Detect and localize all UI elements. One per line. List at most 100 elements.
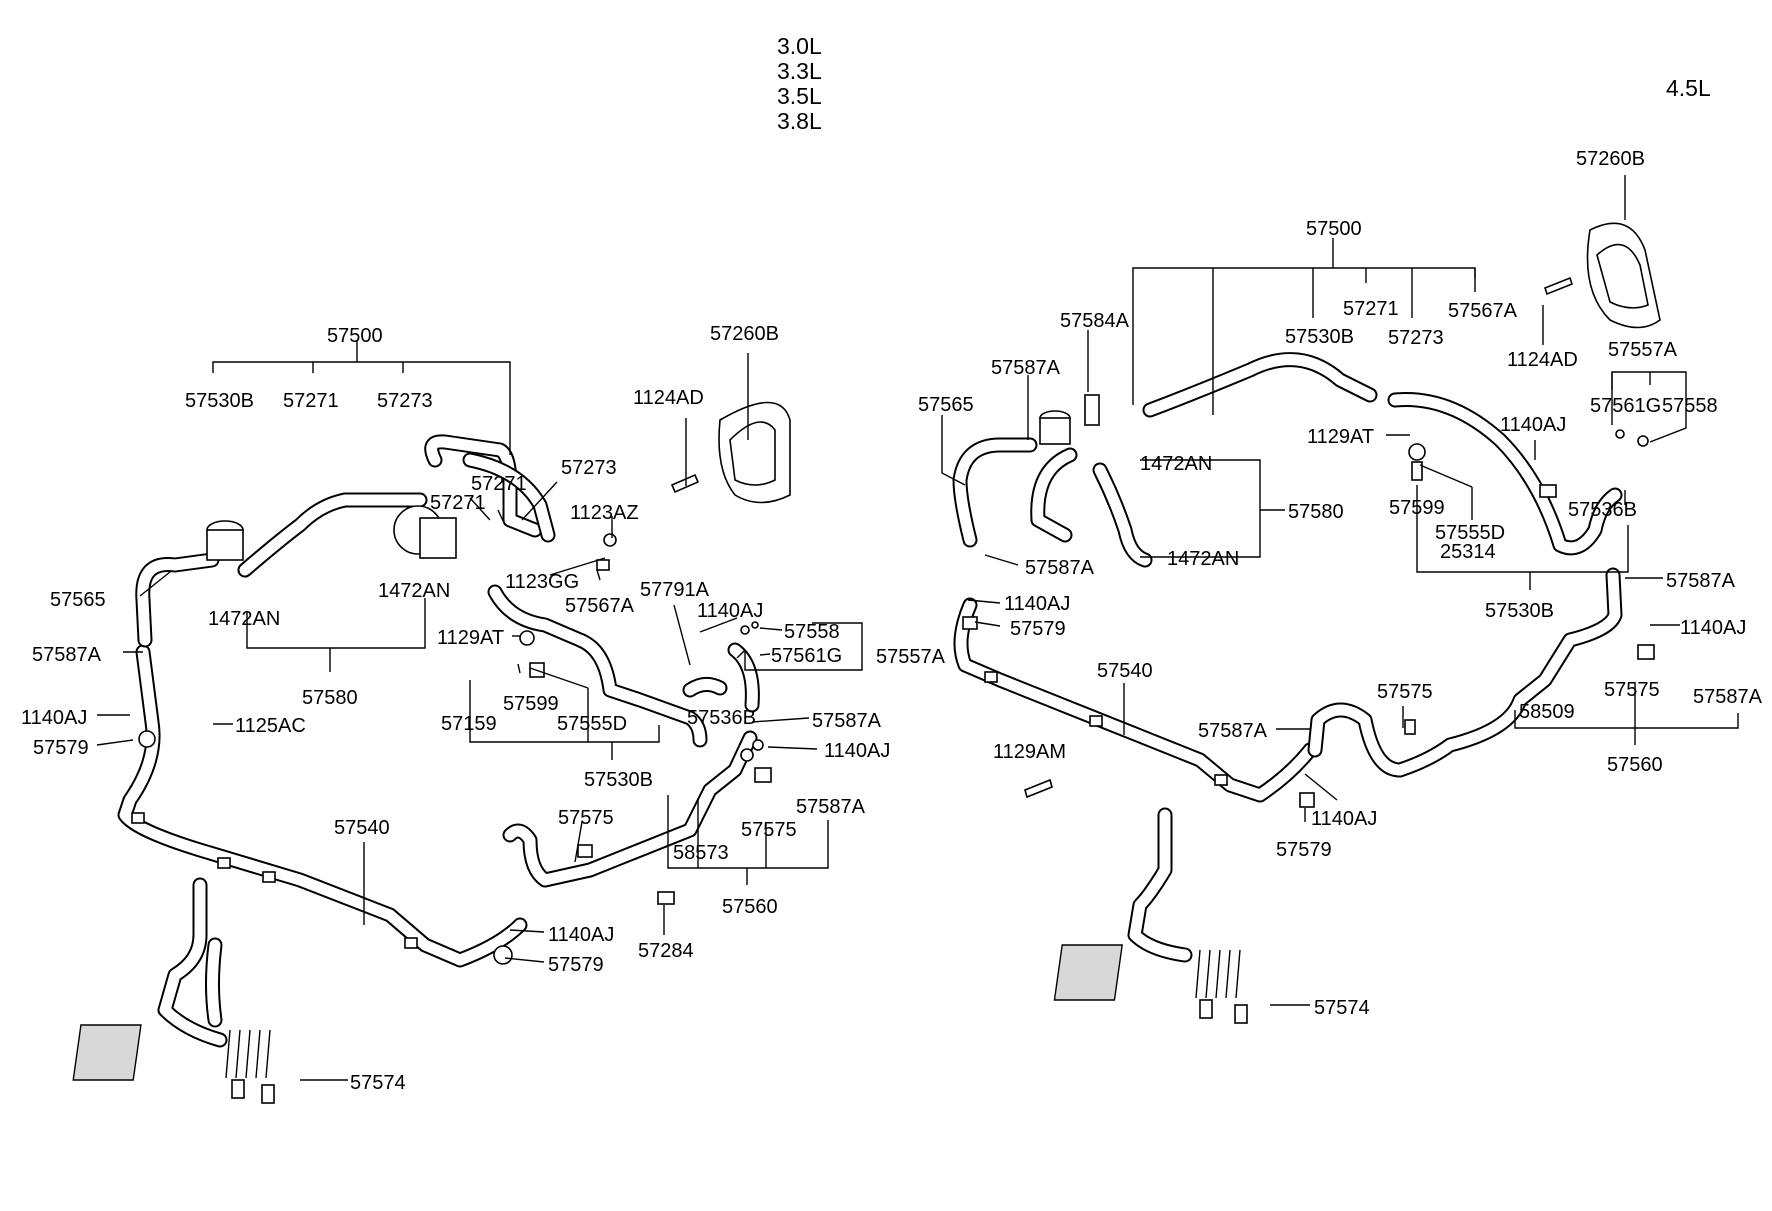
label-57271: 57271	[471, 473, 527, 495]
label-57500: 57500	[1306, 218, 1362, 240]
label-57558: 57558	[784, 621, 840, 643]
label-57284: 57284	[638, 940, 694, 962]
label-57271: 57271	[283, 390, 339, 412]
label-57575: 57575	[1377, 681, 1433, 703]
label-57530B: 57530B	[1285, 326, 1354, 348]
label-57587A: 57587A	[1666, 570, 1736, 592]
label-57567A: 57567A	[1448, 300, 1518, 322]
label-1140AJ: 1140AJ	[1500, 414, 1566, 436]
label-57540: 57540	[334, 817, 390, 839]
label-57587A: 57587A	[1025, 557, 1095, 579]
label-57271: 57271	[1343, 298, 1399, 320]
label-57260B: 57260B	[1576, 148, 1645, 170]
label-1124AD: 1124AD	[633, 387, 704, 409]
label-1140AJ: 1140AJ	[1311, 808, 1377, 830]
label-57574: 57574	[1314, 997, 1370, 1019]
engine-label-4.5L: 4.5L	[1666, 75, 1711, 101]
label-1472AN: 1472AN	[378, 580, 450, 602]
label-57599: 57599	[1389, 497, 1445, 519]
label-57558: 57558	[1662, 395, 1718, 417]
label-57579: 57579	[1276, 839, 1332, 861]
right-leader-lines	[941, 175, 1739, 1006]
label-57587A: 57587A	[1198, 720, 1268, 742]
label-1125AC: 1125AC	[235, 715, 306, 737]
label-57580: 57580	[1288, 501, 1344, 523]
label-57555D: 57555D	[557, 713, 627, 735]
engine-label-3.0L: 3.0L	[777, 33, 822, 59]
label-57557A: 57557A	[1608, 339, 1678, 361]
label-57587A: 57587A	[1693, 686, 1763, 708]
label-57561G: 57561G	[771, 645, 842, 667]
label-57557A: 57557A	[876, 646, 946, 668]
label-58573: 58573	[673, 842, 729, 864]
label-57530B: 57530B	[185, 390, 254, 412]
label-1129AT: 1129AT	[1307, 426, 1374, 448]
label-57791A: 57791A	[640, 579, 710, 601]
label-1140AJ: 1140AJ	[1004, 593, 1070, 615]
label-57575: 57575	[741, 819, 797, 841]
label-1472AN: 1472AN	[1167, 548, 1239, 570]
label-57575: 57575	[1604, 679, 1660, 701]
label-57579: 57579	[1010, 618, 1066, 640]
label-57273: 57273	[561, 457, 617, 479]
label-57575: 57575	[558, 807, 614, 829]
label-57530B: 57530B	[1485, 600, 1554, 622]
label-57584A: 57584A	[1060, 310, 1130, 332]
label-57159: 57159	[441, 713, 497, 735]
label-57574: 57574	[350, 1072, 406, 1094]
left-bolt-1124AD	[670, 473, 700, 494]
label-57500: 57500	[327, 325, 383, 347]
label-57536B: 57536B	[687, 707, 756, 729]
engine-label-3.5L: 3.5L	[777, 83, 822, 109]
label-1140AJ: 1140AJ	[1680, 617, 1746, 639]
label-57579: 57579	[548, 954, 604, 976]
label-57565: 57565	[918, 394, 974, 416]
right-oil-cooler	[1053, 944, 1248, 1024]
label-57587A: 57587A	[991, 357, 1061, 379]
label-57587A: 57587A	[812, 710, 882, 732]
label-57579: 57579	[33, 737, 89, 759]
right-bolt-1124AD	[1544, 276, 1573, 296]
label-57561G: 57561G	[1590, 395, 1661, 417]
label-1129AM: 1129AM	[993, 741, 1066, 763]
label-57567A: 57567A	[565, 595, 635, 617]
label-1123GG: 1123GG	[505, 571, 579, 593]
label-58509: 58509	[1519, 701, 1575, 723]
label-1472AN: 1472AN	[1140, 453, 1212, 475]
engine-label-3.3L: 3.3L	[777, 58, 822, 84]
label-57599: 57599	[503, 693, 559, 715]
label-57560: 57560	[722, 896, 778, 918]
engine-label-3.8L: 3.8L	[777, 108, 822, 134]
label-57580: 57580	[302, 687, 358, 709]
right-assembly-drawing	[952, 222, 1661, 1024]
label-1140AJ: 1140AJ	[697, 600, 763, 622]
label-57271: 57271	[430, 492, 486, 514]
label-1129AT: 1129AT	[437, 627, 504, 649]
label-57273: 57273	[377, 390, 433, 412]
label-1140AJ: 1140AJ	[824, 740, 890, 762]
label-57587A: 57587A	[32, 644, 102, 666]
left-part-labels: 57500 57530B 57271 57273 57273 57271 572…	[21, 323, 946, 1094]
label-57540: 57540	[1097, 660, 1153, 682]
label-57565: 57565	[50, 589, 106, 611]
label-57273: 57273	[1388, 327, 1444, 349]
left-assembly-drawing	[72, 401, 791, 1104]
label-57536B: 57536B	[1568, 499, 1637, 521]
label-57260B: 57260B	[710, 323, 779, 345]
right-part-labels: 57260B 57500 57271 57567A 57530B 57273 5…	[918, 148, 1763, 1019]
right-bolt-1129AM	[1024, 778, 1053, 799]
label-25314: 25314	[1440, 541, 1496, 563]
left-leader-lines	[96, 340, 863, 1081]
left-oil-cooler	[72, 1024, 275, 1104]
engine-variant-labels-left: 3.0L 3.3L 3.5L 3.8L	[777, 33, 822, 134]
label-57587A: 57587A	[796, 796, 866, 818]
label-1123AZ: 1123AZ	[570, 502, 639, 524]
label-57560: 57560	[1607, 754, 1663, 776]
label-1140AJ: 1140AJ	[548, 924, 614, 946]
label-1124AD: 1124AD	[1507, 349, 1578, 371]
label-1140AJ: 1140AJ	[21, 707, 87, 729]
label-1472AN: 1472AN	[208, 608, 280, 630]
label-57555D: 57555D	[1435, 522, 1505, 544]
label-57530B: 57530B	[584, 769, 653, 791]
